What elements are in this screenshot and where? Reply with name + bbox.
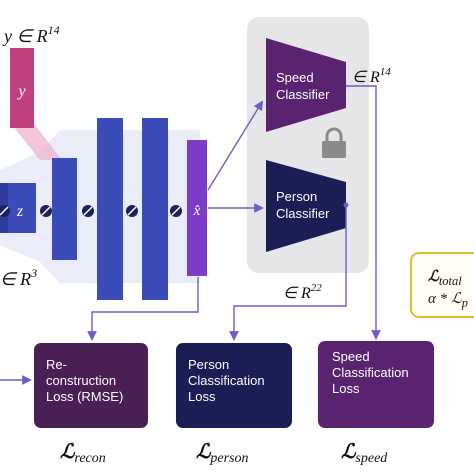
y-dim-label: y ∈ R14 — [2, 23, 60, 46]
speed-output-dim: ∈ R14 — [352, 66, 391, 86]
z-block — [8, 183, 36, 233]
speed-classification-loss-box: Speed Classification Loss — [318, 341, 434, 428]
recon-loss-symbol: ℒrecon — [60, 441, 106, 466]
activation-slash-icon — [0, 205, 10, 217]
speed-classification-loss-label: Speed Classification Loss — [332, 349, 409, 396]
activation-slash-icon — [170, 205, 182, 217]
activation-slash-icon — [40, 205, 52, 217]
reconstruction-loss-box: Re- construction Loss (RMSE) — [34, 343, 148, 428]
y-connector — [12, 125, 62, 160]
person-output-dim: ∈ R22 — [283, 282, 322, 302]
person-classifier-label-2: Classifier — [276, 206, 330, 221]
y-block-label: y — [16, 83, 26, 100]
activation-slash-icon — [82, 205, 94, 217]
person-loss-symbol: ℒperson — [196, 441, 249, 466]
lock-icon — [322, 127, 346, 158]
speed-classifier-label-2: Classifier — [276, 87, 330, 102]
person-classification-loss-label: Person Classification Loss — [188, 357, 265, 404]
person-classification-loss-box: Person Classification Loss — [176, 343, 292, 428]
decoder-layer-3 — [142, 118, 168, 300]
total-loss-line-1: ℒtotal — [428, 269, 462, 288]
z-block-label: z — [16, 203, 24, 220]
person-classifier-label-1: Person — [276, 189, 317, 204]
total-loss-line-2: α * ℒp — [428, 291, 468, 310]
decoder-layer-2 — [97, 118, 123, 300]
z-dim-label: ∈ R3 — [0, 266, 37, 289]
arrow-person-to-loss — [229, 205, 347, 341]
xhat-block-label: x̂ — [193, 203, 201, 219]
arrow-xhat-to-speed — [207, 100, 264, 191]
total-loss-box: ℒtotal α * ℒp — [410, 252, 474, 318]
speed-loss-symbol: ℒspeed — [341, 441, 388, 466]
arrow-xhat-to-recon — [87, 277, 199, 341]
decoder-layer-1 — [52, 158, 77, 260]
speed-classifier — [266, 38, 346, 132]
xhat-block — [187, 140, 207, 276]
speed-classifier-label-1: Speed — [276, 70, 314, 85]
reconstruction-loss-label: Re- construction Loss (RMSE) — [46, 357, 124, 404]
activation-slash-icon — [126, 205, 138, 217]
y-block — [10, 48, 34, 128]
arrow-speed-to-loss — [346, 85, 381, 340]
person-classifier — [266, 160, 346, 252]
